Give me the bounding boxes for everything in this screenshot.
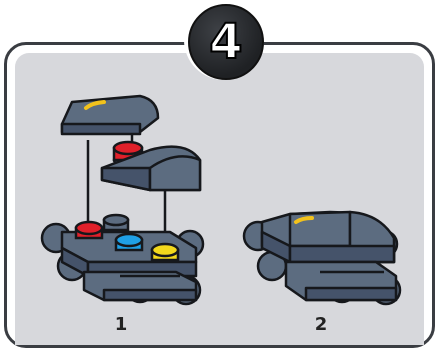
stud-blue-base (114, 232, 144, 252)
highlight-mark (84, 100, 106, 110)
stud-grey-base (102, 213, 130, 232)
step-label-2: 2 (314, 314, 328, 335)
curved-brick-middle (100, 145, 202, 192)
highlight-mark (294, 216, 314, 224)
step-2-assembled-car (242, 210, 402, 306)
step-1-assembly (40, 94, 205, 306)
step-label-1: 1 (114, 314, 128, 335)
base-plate (40, 222, 205, 306)
stud-red-base (74, 220, 104, 240)
slope-brick-top (60, 94, 160, 136)
build-illustration: .b { fill: #5c6c80; stroke: #16181c; str… (40, 94, 402, 306)
step-number: 4 (208, 13, 243, 71)
stud-yellow-base (150, 242, 180, 262)
step-badge (188, 4, 264, 80)
